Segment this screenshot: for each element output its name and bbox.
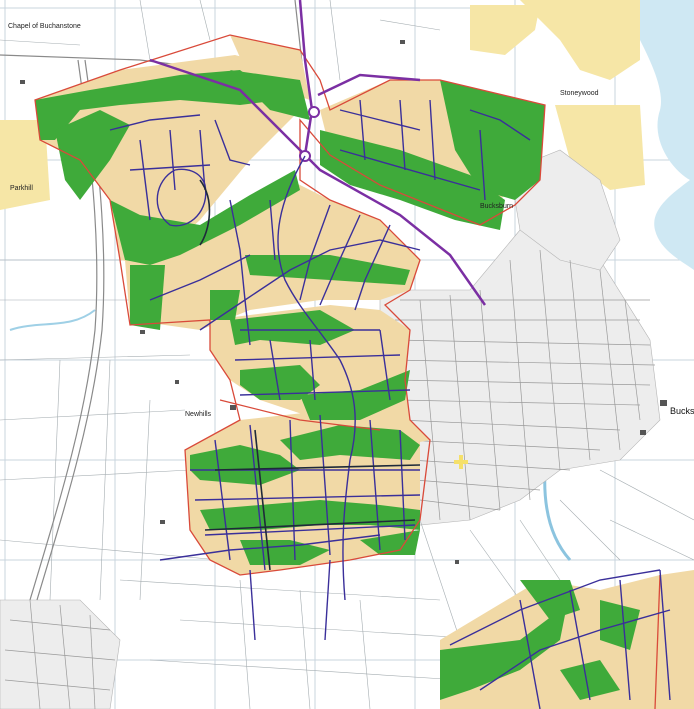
building-symbols xyxy=(20,40,667,564)
main-roads xyxy=(149,0,487,306)
urban-street-mesh xyxy=(4,249,656,709)
urban-area-yellow xyxy=(0,0,645,210)
cross-symbol-horizontal xyxy=(454,460,468,464)
place-label-se: Bucks xyxy=(670,406,694,416)
access-roads xyxy=(199,179,421,571)
stream-west xyxy=(9,309,96,331)
proposed-road-network xyxy=(109,99,671,709)
place-label-ne: Stoneywood xyxy=(560,90,599,97)
roundabout-north xyxy=(308,106,320,118)
site-boundary xyxy=(34,34,661,709)
river-water xyxy=(640,0,694,270)
place-label-centre: Newhills xyxy=(185,411,212,418)
place-label-e: Bucksburn xyxy=(480,203,513,210)
place-label-nw: Chapel of Buchanstone xyxy=(8,23,81,30)
place-label-w: Parkhill xyxy=(10,185,33,192)
